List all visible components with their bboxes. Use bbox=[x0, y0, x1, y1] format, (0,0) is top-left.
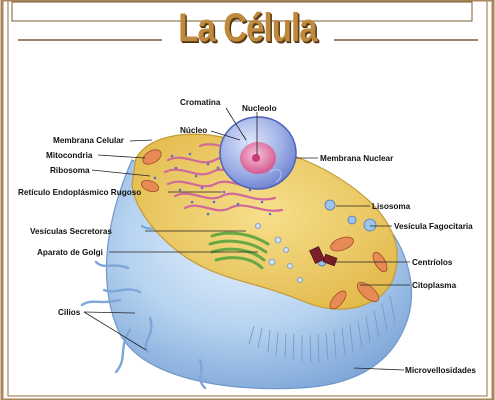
label-membrana-nuclear: Membrana Nuclear bbox=[320, 154, 394, 163]
label-vesicula-fagocitaria: Vesícula Fagocitaria bbox=[394, 222, 473, 231]
label-cromatina: Cromatina bbox=[180, 98, 221, 107]
label-nucleo: Núcleo bbox=[180, 126, 207, 135]
label-citoplasma: Citoplasma bbox=[412, 281, 457, 290]
label-nucleolo: Nucleolo bbox=[242, 104, 277, 113]
page-title: La Célula bbox=[178, 6, 317, 50]
label-centriolos: Centríolos bbox=[412, 258, 453, 267]
label-cilios: Cilios bbox=[58, 308, 81, 317]
label-ribosoma: Ribosoma bbox=[50, 166, 90, 175]
mitochondria bbox=[140, 149, 388, 310]
centrioles bbox=[309, 246, 338, 267]
secretory-vesicles bbox=[255, 223, 303, 283]
golgi-apparatus bbox=[208, 231, 270, 270]
label-lisosoma: Lisosoma bbox=[372, 202, 411, 211]
label-reticulo: Retículo Endoplásmico Rugoso bbox=[18, 188, 141, 197]
label-membrana-celular: Membrana Celular bbox=[53, 136, 125, 145]
leader-lines bbox=[83, 107, 410, 371]
nucleus bbox=[219, 116, 297, 190]
label-aparato-golgi: Aparato de Golgi bbox=[37, 248, 103, 257]
label-microvellosidades: Microvellosidades bbox=[405, 366, 476, 375]
labels: Cromatina Nucleolo Núcleo Membrana Celul… bbox=[18, 98, 476, 375]
label-vesiculas-secretoras: Vesículas Secretoras bbox=[30, 227, 112, 236]
label-mitocondria: Mitocondria bbox=[46, 151, 93, 160]
microvilli bbox=[248, 295, 396, 363]
